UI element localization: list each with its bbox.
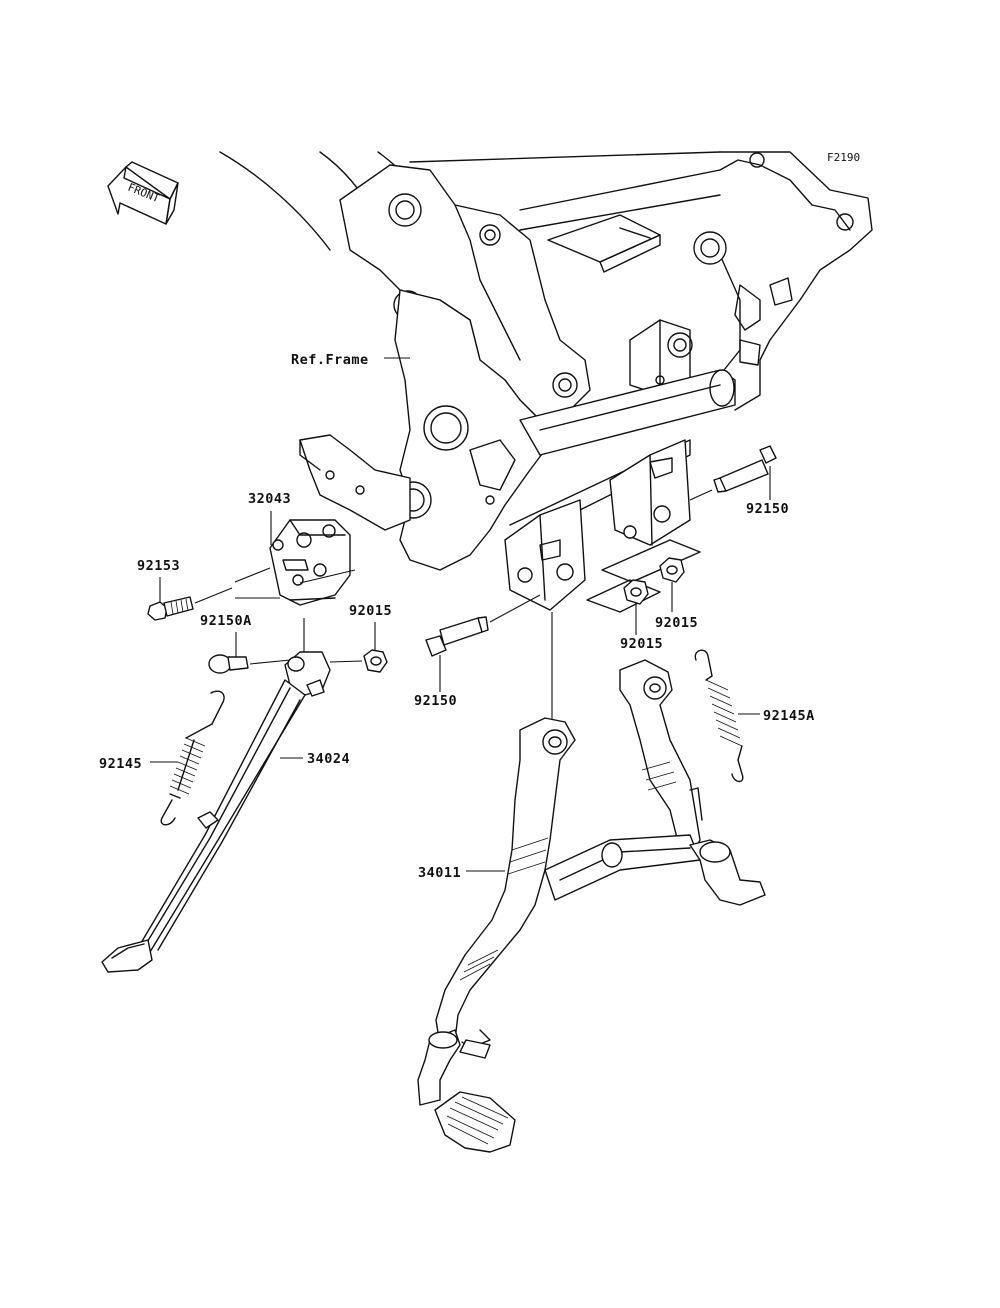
label-92015-mid: 92015 — [620, 636, 663, 652]
part-92150-bolt-right — [713, 445, 777, 493]
part-92145-spring — [160, 690, 225, 826]
label-92015-right: 92015 — [655, 615, 698, 631]
label-92015-left: 92015 — [349, 603, 392, 619]
label-92150-right: 92150 — [746, 501, 789, 517]
part-92015-nut-mid — [623, 579, 649, 605]
label-ref-frame: Ref.Frame — [291, 352, 369, 368]
label-92145: 92145 — [99, 756, 142, 772]
part-92150A-pin — [208, 654, 249, 674]
part-92015-nut-right — [659, 557, 685, 583]
frame-reference — [219, 151, 873, 613]
part-92150-bolt-lower — [425, 616, 489, 657]
front-arrow-icon: FRONT — [107, 161, 179, 225]
label-92153: 92153 — [137, 558, 180, 574]
label-34011: 34011 — [418, 865, 461, 881]
part-92153-bolt — [147, 596, 194, 621]
part-34024-side-stand — [101, 651, 331, 973]
label-92150-lower: 92150 — [414, 693, 457, 709]
drawing-code: F2190 — [827, 151, 860, 164]
part-92015-nut-left — [363, 649, 388, 673]
label-92150A: 92150A — [200, 613, 252, 629]
part-92145A-spring — [694, 649, 744, 783]
label-92145A: 92145A — [763, 708, 815, 724]
part-32043-bracket — [269, 519, 351, 606]
label-32043: 32043 — [248, 491, 291, 507]
part-34011-center-stand — [417, 659, 766, 1153]
label-34024: 34024 — [307, 751, 350, 767]
